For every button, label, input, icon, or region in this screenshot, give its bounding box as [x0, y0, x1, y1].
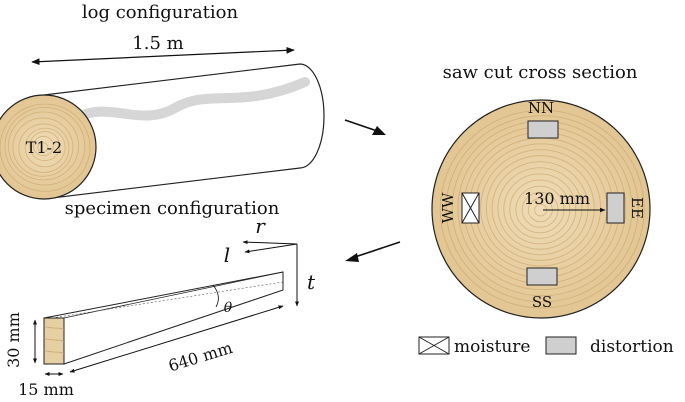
label-ss: SS — [532, 293, 552, 311]
height-label: 30 mm — [4, 312, 23, 368]
distortion-specimen-east — [606, 192, 625, 224]
axis-t-label: t — [307, 270, 316, 294]
moisture-specimen-west — [461, 192, 480, 224]
log-crack — [71, 77, 310, 123]
flow-arrow-to-specimen — [345, 241, 401, 262]
legend-distortion-swatch — [545, 336, 577, 355]
axis-l-label: l — [224, 243, 230, 267]
specimen-title: specimen configuration — [65, 198, 280, 219]
length-dimension — [69, 305, 284, 373]
label-nn: NN — [528, 99, 554, 117]
legend-distortion-label: distortion — [590, 337, 674, 357]
label-ww: WW — [439, 192, 457, 223]
length-label: 640 mm — [166, 338, 235, 375]
axis-r-label: r — [255, 214, 266, 238]
legend: moisture distortion — [418, 336, 674, 357]
specimen-end-face — [43, 317, 65, 365]
log-length-label: 1.5 m — [132, 33, 183, 54]
flow-arrow-to-cross-section — [344, 119, 386, 135]
distortion-specimen-north — [527, 120, 559, 139]
legend-moisture-label: moisture — [454, 337, 530, 357]
legend-moisture-swatch — [418, 336, 450, 355]
angle-arc — [212, 284, 219, 308]
axis-r-arrow — [242, 240, 298, 245]
log-id-label: T1-2 — [26, 138, 62, 157]
angle-label: θ — [224, 300, 233, 316]
specimen-configuration: specimen configuration r l t θ 30 mm 15 … — [4, 198, 316, 399]
specimen-prism — [43, 271, 284, 365]
distortion-specimen-south — [526, 267, 558, 286]
label-ee: EE — [628, 197, 646, 219]
radius-label: 130 mm — [524, 189, 590, 208]
log-title: log configuration — [82, 2, 239, 23]
log-length-dimension — [31, 46, 295, 66]
width-label: 15 mm — [18, 380, 74, 399]
cross-section: saw cut cross section NN EE SS WW 130 mm — [431, 62, 651, 319]
log-end-face — [0, 94, 97, 200]
cross-section-title: saw cut cross section — [443, 62, 638, 83]
log-configuration: log configuration 1.5 m T1-2 — [0, 2, 325, 200]
axis-l-arrow — [244, 243, 298, 254]
